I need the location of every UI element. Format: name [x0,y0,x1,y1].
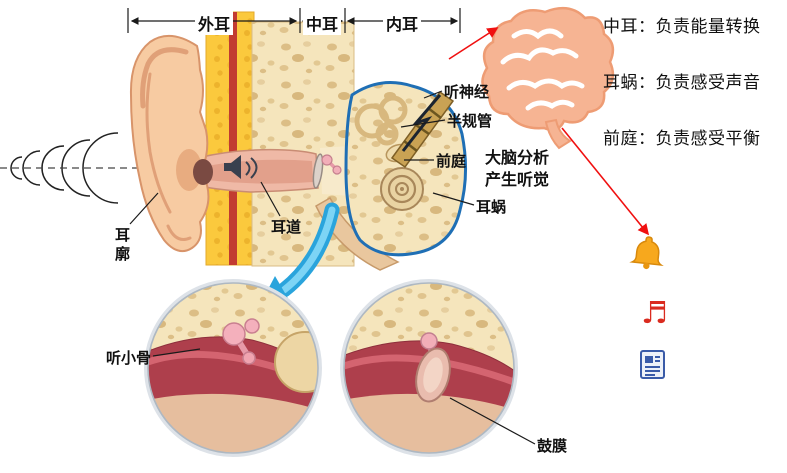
label-eardrum: 鼓膜 [537,437,568,455]
newspaper-icon [640,350,665,379]
label-auricle: 耳廓 [115,226,131,263]
label-auditory-nerve: 听神经 [444,83,490,101]
speaker-icon [224,155,258,179]
note-vestibule-function: 前庭：负责感受平衡 [603,129,761,149]
cochlea-art [380,167,424,211]
magnified-eardrum-view [340,279,518,457]
label-semicircular-canals: 半规管 [447,112,493,130]
semicircular-canals-art [354,95,408,146]
arrow-ear-to-brain [448,27,499,60]
pinna-art [129,35,213,253]
music-note-icon: ♬ [641,296,668,331]
label-inner-ear-region: 内耳 [383,11,422,35]
note-middle-ear-function: 中耳：负责能量转换 [603,17,761,37]
label-outer-ear-region: 外耳 [195,11,234,35]
magnified-ossicles-view [144,279,322,457]
label-ear-canal: 耳道 [271,218,302,236]
brain-caption-line1: 大脑分析 [485,148,550,167]
bell-icon [629,236,664,270]
ossicle-chain-art [321,154,342,175]
label-ossicles: 听小骨 [106,349,152,367]
note-cochlea-function: 耳蜗：负责感受声音 [603,73,761,93]
arrow-brain-to-sound [561,127,650,236]
brain-caption-line2: 产生听觉 [485,170,550,189]
ear-cross-section [129,11,468,271]
label-vestibule: 前庭 [436,152,467,170]
eardrum-art [312,153,324,189]
label-middle-ear-region: 中耳 [303,11,342,35]
brain-illustration [481,6,615,150]
label-pointer-lines [129,90,536,445]
auditory-nerve-art [390,90,455,169]
label-cochlea: 耳蜗 [476,198,507,216]
